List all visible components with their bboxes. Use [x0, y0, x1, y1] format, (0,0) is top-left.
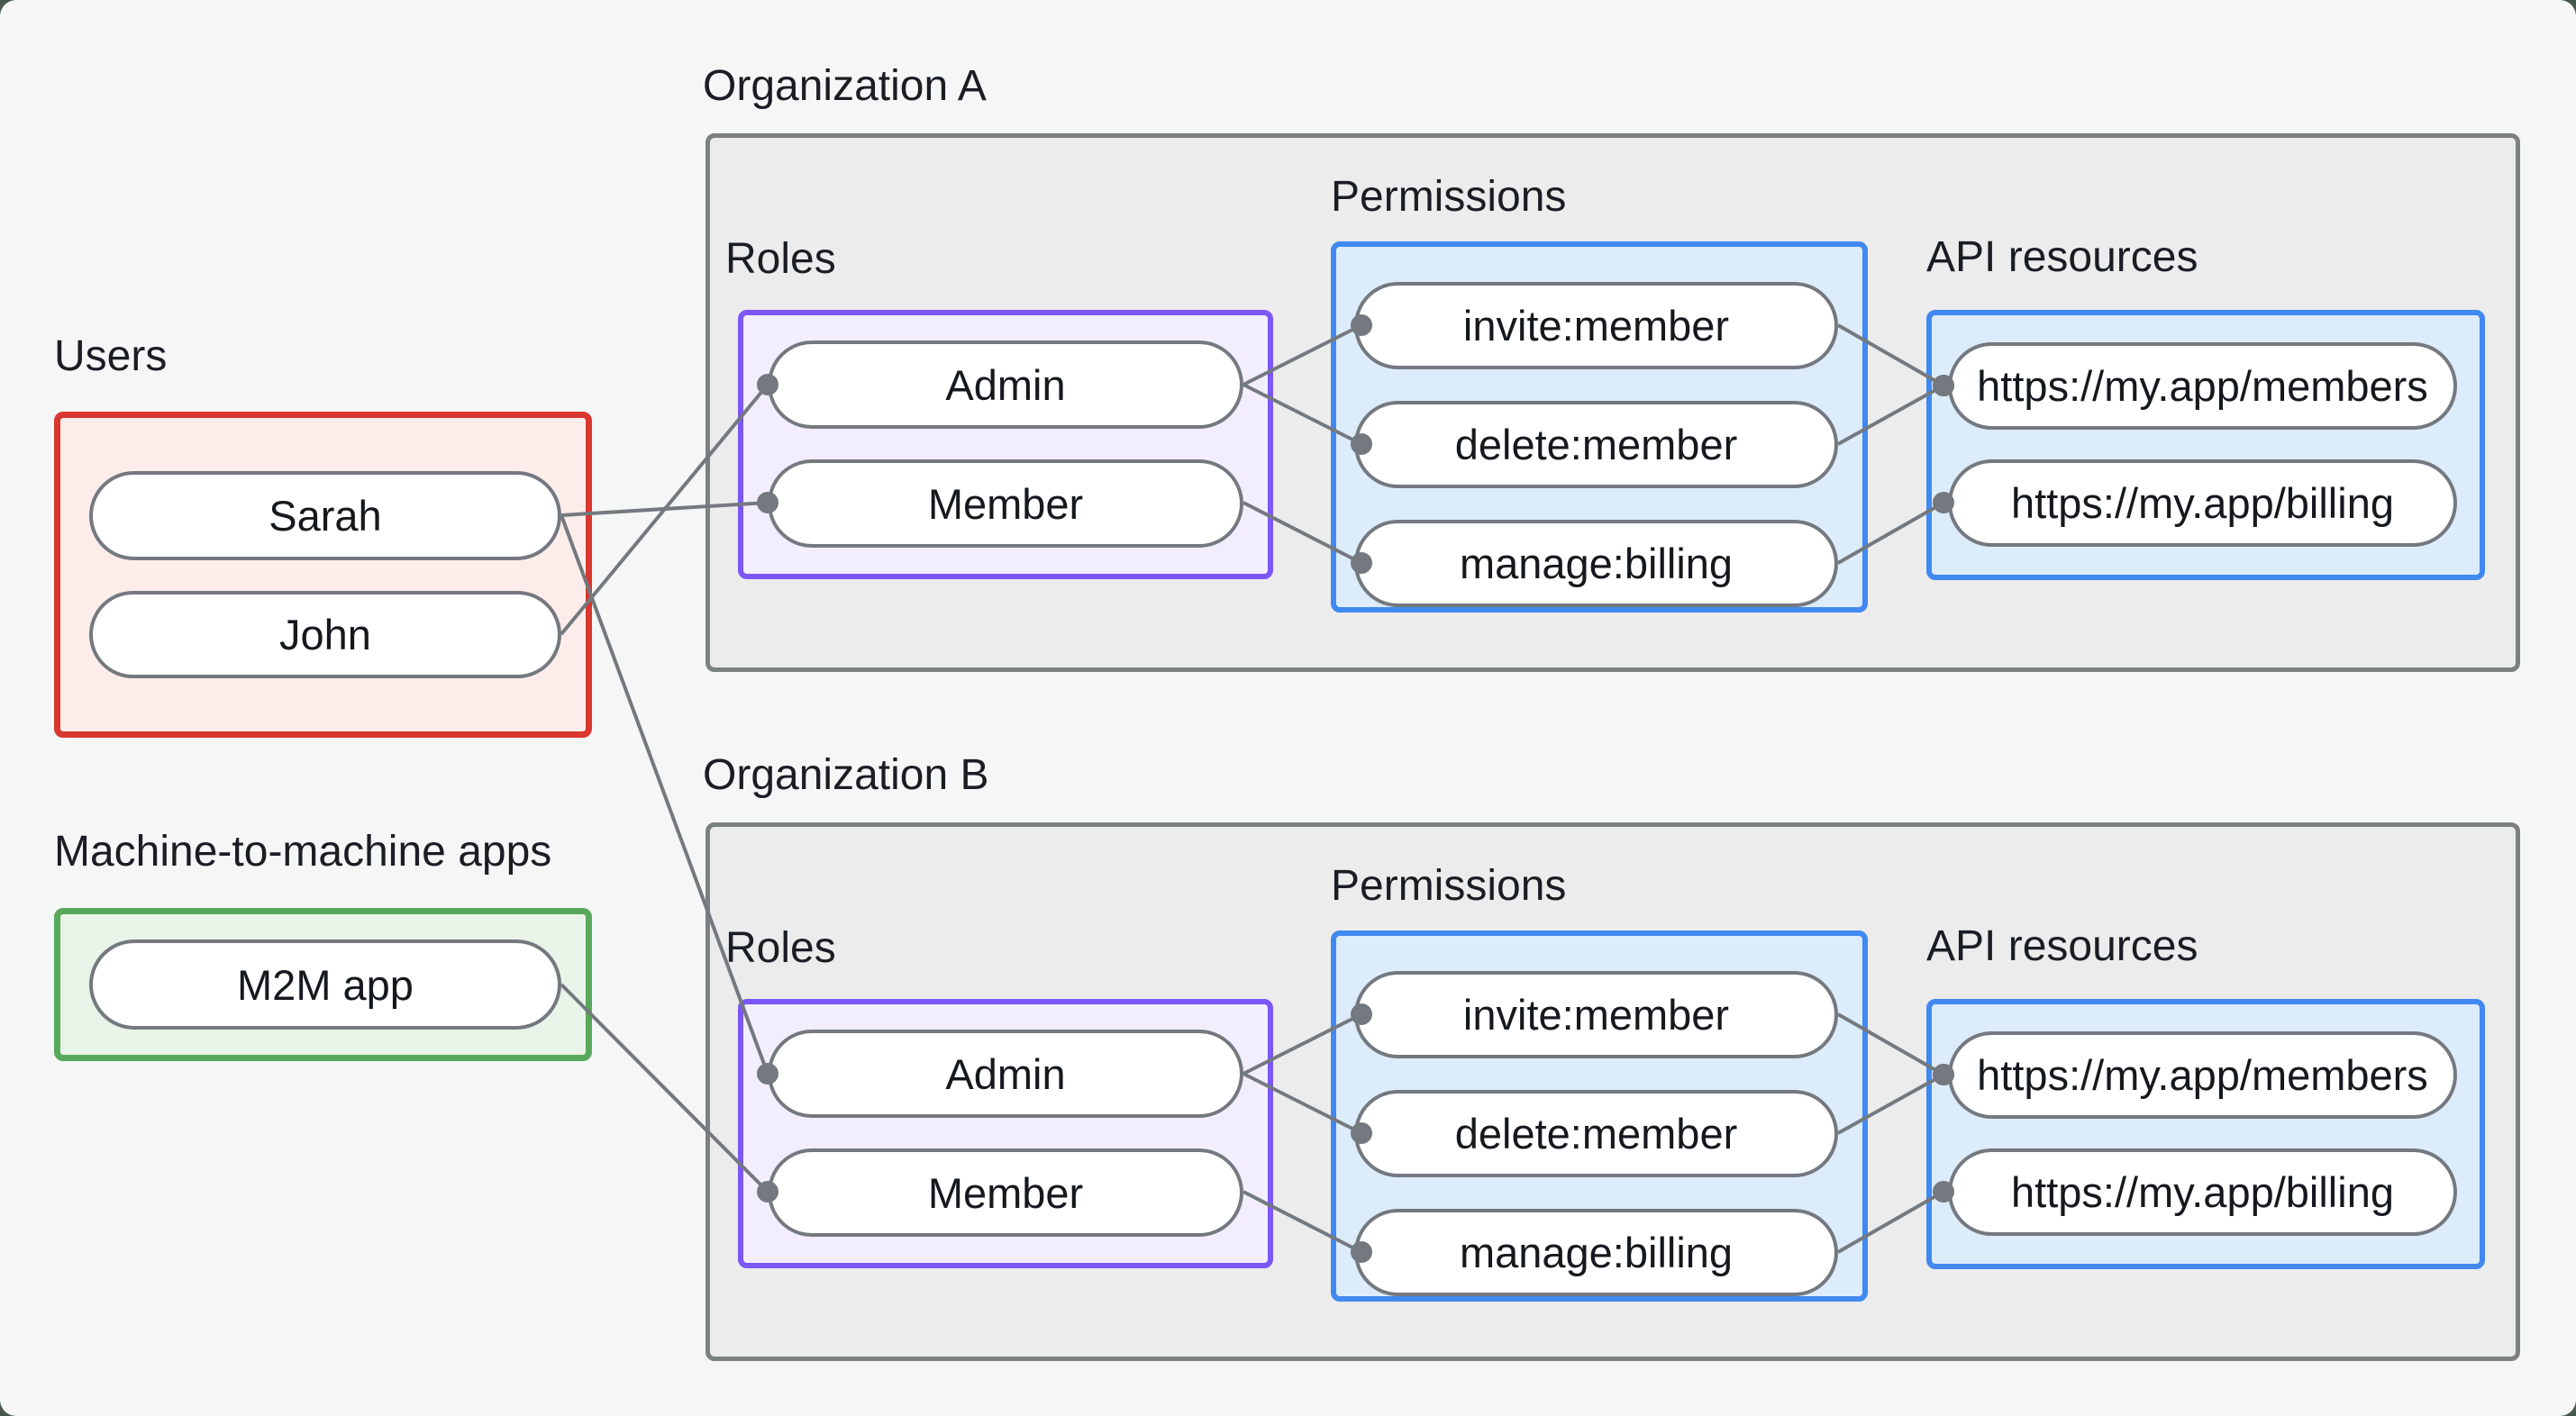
org-a-permissions-label: Permissions [1331, 173, 1567, 221]
org-b-permission-pill-invite-member: invite:member [1354, 971, 1838, 1058]
org-a-api-resources-label: API resources [1926, 233, 2198, 281]
organization-a-title: Organization A [703, 62, 987, 110]
org-b-role-pill-admin: Admin [768, 1030, 1243, 1118]
org-b-role-pill-member: Member [768, 1148, 1243, 1237]
org-a-permission-pill-invite-member: invite:member [1354, 282, 1838, 369]
org-b-roles-label: Roles [725, 924, 836, 972]
org-b-permission-pill-manage-billing: manage:billing [1354, 1209, 1838, 1296]
org-b-permissions-label: Permissions [1331, 862, 1567, 910]
org-a-roles-label: Roles [725, 235, 836, 283]
org-a-permissions-box: invite:member delete:member manage:billi… [1331, 241, 1868, 613]
org-a-api-pill-members: https://my.app/members [1948, 342, 2457, 430]
organization-a: Organization A Roles Admin Member Permis… [703, 62, 2520, 673]
m2m-box: M2M app [54, 908, 592, 1061]
organization-b-title: Organization B [703, 751, 989, 799]
org-b-api-pill-billing: https://my.app/billing [1948, 1148, 2457, 1236]
org-a-role-pill-admin: Admin [768, 340, 1243, 429]
org-a-api-pill-billing: https://my.app/billing [1948, 459, 2457, 547]
org-b-roles-box: Admin Member [738, 999, 1273, 1268]
org-a-roles-box: Admin Member [738, 310, 1273, 579]
org-b-permission-pill-delete-member: delete:member [1354, 1090, 1838, 1177]
org-b-api-resources-label: API resources [1926, 922, 2198, 970]
org-a-api-resources-box: https://my.app/members https://my.app/bi… [1926, 310, 2485, 580]
user-pill-sarah: Sarah [89, 471, 561, 560]
org-b-api-pill-members: https://my.app/members [1948, 1031, 2457, 1119]
org-a-permission-pill-manage-billing: manage:billing [1354, 520, 1838, 607]
org-a-permission-pill-delete-member: delete:member [1354, 401, 1838, 488]
organization-b: Organization B Roles Admin Member Permis… [703, 751, 2520, 1362]
users-section-label: Users [54, 332, 168, 380]
org-b-permissions-box: invite:member delete:member manage:billi… [1331, 930, 1868, 1302]
m2m-app-pill: M2M app [89, 939, 561, 1030]
m2m-section-label: Machine-to-machine apps [54, 828, 552, 876]
org-a-role-pill-member: Member [768, 459, 1243, 548]
org-b-api-resources-box: https://my.app/members https://my.app/bi… [1926, 999, 2485, 1269]
user-pill-john: John [89, 591, 561, 678]
users-box: Sarah John [54, 412, 592, 738]
